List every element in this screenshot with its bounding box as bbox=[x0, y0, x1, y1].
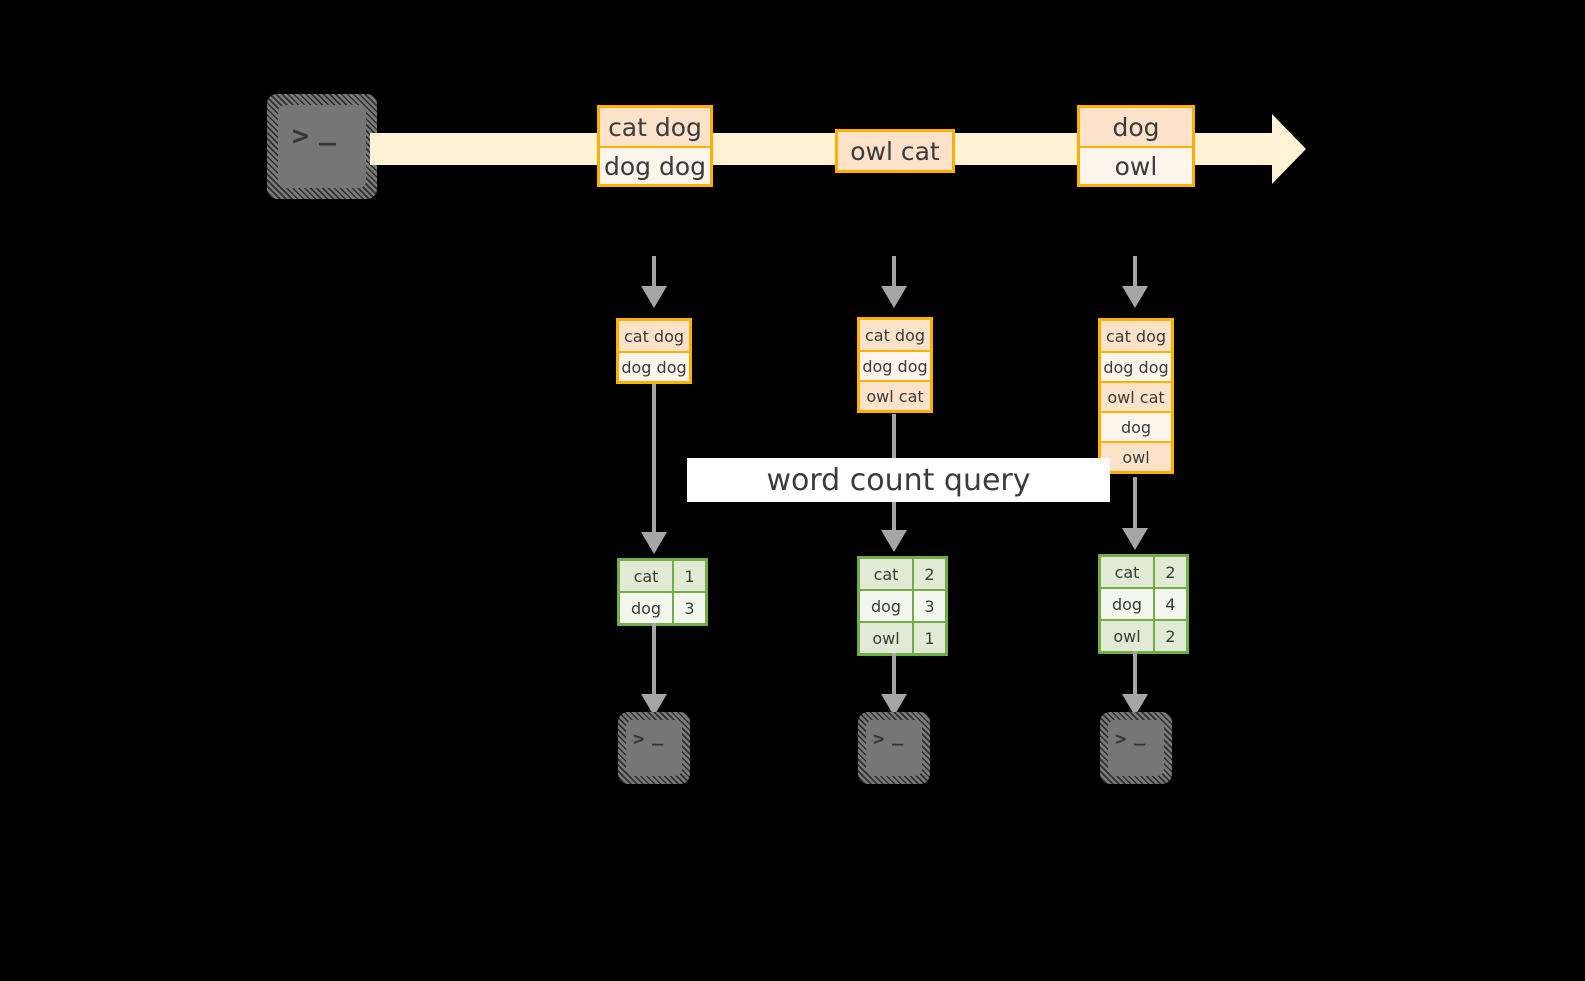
stage-input-line: owl cat bbox=[1101, 381, 1171, 411]
stage-2-sink-line bbox=[892, 653, 896, 698]
terminal-body bbox=[626, 720, 682, 776]
result-count: 3 bbox=[672, 593, 705, 623]
stage-1-input-box[interactable]: cat dog dog dog bbox=[616, 318, 692, 384]
result-word: dog bbox=[620, 593, 672, 623]
stage-input-line: dog dog bbox=[860, 350, 930, 380]
terminal-prompt-glyph: > bbox=[292, 119, 309, 152]
stream-arrow-head bbox=[1272, 114, 1306, 184]
stage-3-ingest-arrowhead bbox=[1122, 286, 1148, 308]
terminal-prompt-glyph: > bbox=[633, 728, 645, 750]
stage-2-input-box[interactable]: cat dog dog dog owl cat bbox=[857, 317, 933, 413]
terminal-cursor-glyph: _ bbox=[319, 113, 336, 146]
stage-input-line: cat dog bbox=[619, 321, 689, 351]
terminal-body bbox=[278, 105, 366, 188]
result-word: cat bbox=[1101, 557, 1153, 587]
stage-2-sink-terminal-icon[interactable]: > _ bbox=[858, 712, 930, 784]
stream-batch-2[interactable]: owl cat bbox=[835, 129, 955, 173]
result-word: cat bbox=[620, 561, 672, 591]
result-count: 4 bbox=[1153, 589, 1186, 619]
stage-3-sink-arrowhead bbox=[1122, 694, 1148, 716]
result-word: owl bbox=[860, 623, 912, 653]
stage-3-sink-line bbox=[1133, 651, 1137, 698]
result-count: 1 bbox=[912, 623, 945, 653]
stream-record-line: owl cat bbox=[838, 132, 952, 170]
table-row: dog 4 bbox=[1101, 587, 1186, 619]
stage-1-ingest-arrowhead bbox=[641, 286, 667, 308]
stage-2-ingest-arrowhead bbox=[881, 286, 907, 308]
stage-input-line: dog bbox=[1101, 411, 1171, 441]
stream-record-line: owl bbox=[1080, 146, 1192, 184]
stage-input-line: owl cat bbox=[860, 380, 930, 410]
stage-2-result-table[interactable]: cat 2 dog 3 owl 1 bbox=[857, 556, 948, 656]
result-count: 2 bbox=[1153, 557, 1186, 587]
result-count: 3 bbox=[912, 591, 945, 621]
terminal-prompt-glyph: > bbox=[873, 728, 885, 750]
table-row: cat 1 bbox=[620, 561, 705, 591]
stage-2-query-arrowhead bbox=[881, 530, 907, 552]
stage-1-query-line bbox=[652, 384, 656, 536]
stage-input-line: dog dog bbox=[1101, 351, 1171, 381]
stage-1-ingest-line bbox=[652, 256, 656, 290]
stage-input-line: cat dog bbox=[860, 320, 930, 350]
stage-1-query-arrowhead bbox=[641, 532, 667, 554]
stage-input-line: dog dog bbox=[619, 351, 689, 381]
terminal-prompt-glyph: > bbox=[1115, 728, 1127, 750]
stream-record-line: dog dog bbox=[600, 146, 710, 184]
table-row: cat 2 bbox=[860, 559, 945, 589]
stage-3-ingest-line bbox=[1133, 256, 1137, 290]
result-word: dog bbox=[1101, 589, 1153, 619]
stage-2-ingest-line bbox=[892, 256, 896, 290]
result-count: 1 bbox=[672, 561, 705, 591]
stream-record-line: dog bbox=[1080, 108, 1192, 146]
terminal-cursor-glyph: _ bbox=[1134, 724, 1146, 746]
result-count: 2 bbox=[1153, 621, 1186, 651]
stage-3-query-arrowhead bbox=[1122, 528, 1148, 550]
table-row: owl 1 bbox=[860, 621, 945, 653]
stage-input-line: owl bbox=[1101, 441, 1171, 471]
stream-batch-3[interactable]: dog owl bbox=[1077, 105, 1195, 187]
result-count: 2 bbox=[912, 559, 945, 589]
table-row: owl 2 bbox=[1101, 619, 1186, 651]
stream-batch-1[interactable]: cat dog dog dog bbox=[597, 105, 713, 187]
table-row: dog 3 bbox=[620, 591, 705, 623]
stage-1-sink-line bbox=[652, 623, 656, 698]
stage-3-sink-terminal-icon[interactable]: > _ bbox=[1100, 712, 1172, 784]
terminal-cursor-glyph: _ bbox=[892, 724, 904, 746]
source-terminal-icon[interactable]: > _ bbox=[267, 94, 377, 199]
terminal-body bbox=[1108, 720, 1164, 776]
stage-3-query-line bbox=[1133, 477, 1137, 532]
stage-1-result-table[interactable]: cat 1 dog 3 bbox=[617, 558, 708, 626]
stream-record-line: cat dog bbox=[600, 108, 710, 146]
stage-input-line: cat dog bbox=[1101, 321, 1171, 351]
table-row: dog 3 bbox=[860, 589, 945, 621]
result-word: dog bbox=[860, 591, 912, 621]
terminal-cursor-glyph: _ bbox=[652, 724, 664, 746]
terminal-body bbox=[866, 720, 922, 776]
result-word: owl bbox=[1101, 621, 1153, 651]
stage-1-sink-arrowhead bbox=[641, 694, 667, 716]
stage-2-sink-arrowhead bbox=[881, 694, 907, 716]
stage-3-input-box[interactable]: cat dog dog dog owl cat dog owl bbox=[1098, 318, 1174, 474]
stage-3-result-table[interactable]: cat 2 dog 4 owl 2 bbox=[1098, 554, 1189, 654]
table-row: cat 2 bbox=[1101, 557, 1186, 587]
query-label: word count query bbox=[687, 458, 1110, 502]
result-word: cat bbox=[860, 559, 912, 589]
stage-1-sink-terminal-icon[interactable]: > _ bbox=[618, 712, 690, 784]
